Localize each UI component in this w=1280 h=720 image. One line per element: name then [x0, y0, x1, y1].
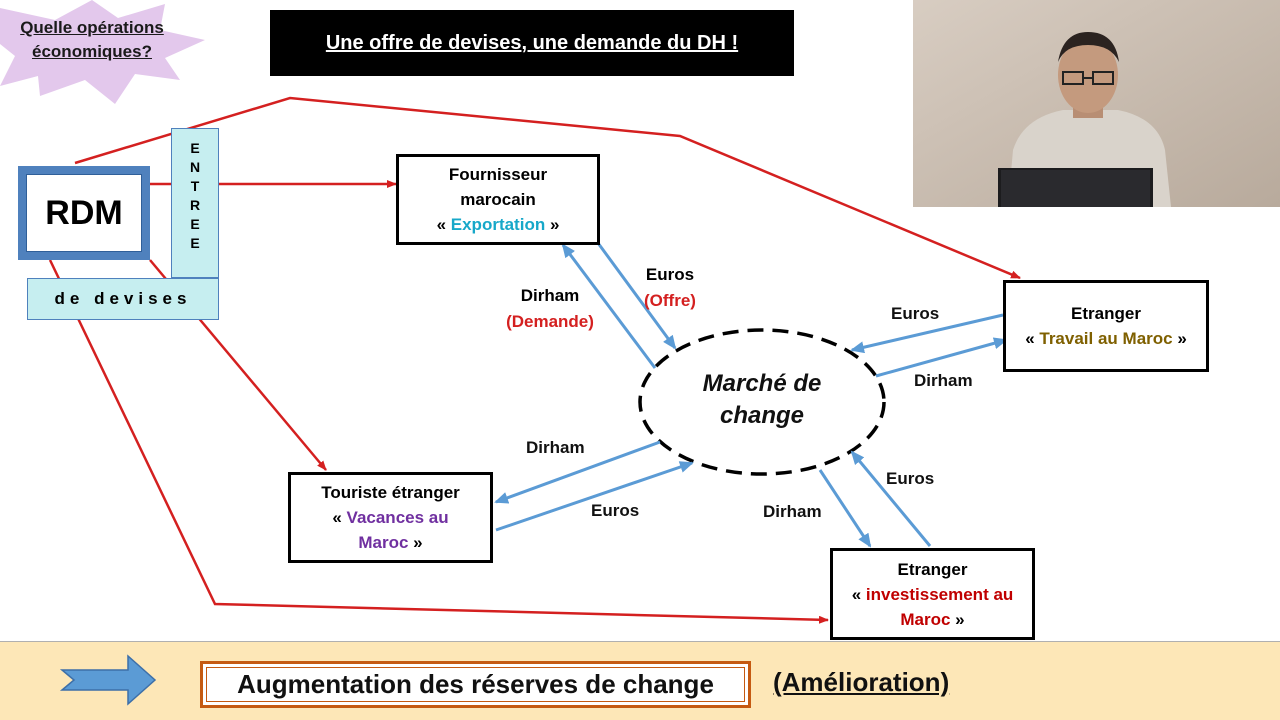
rdm-label: RDM	[26, 174, 142, 252]
node-travail-line2: « Travail au Maroc »	[1025, 329, 1187, 348]
entree-letter: E	[190, 140, 200, 156]
presenter-image	[913, 0, 1280, 207]
result-box: Augmentation des réserves de change	[200, 661, 751, 708]
label-dirham-travail: Dirham	[914, 371, 973, 390]
presenter-video	[913, 0, 1280, 207]
market-label-line1: Marché de	[702, 370, 822, 397]
arrow-dirham-demande	[561, 243, 657, 369]
arrow-dirham-invest	[818, 469, 872, 548]
label-euros-travail: Euros	[891, 304, 940, 323]
red-line-to-invest	[48, 259, 829, 624]
node-fournisseur-line1: Fournisseur	[448, 165, 548, 184]
entree-letter: R	[189, 197, 201, 213]
arrow-euros-invest	[850, 450, 932, 547]
label-dirham-touriste: Dirham	[526, 438, 585, 457]
node-etranger-travail: Etranger « Travail au Maroc »	[1003, 280, 1209, 372]
entree-box: E N T R E E	[171, 128, 219, 278]
arrow-dirham-touriste	[494, 440, 661, 504]
node-fournisseur-line3: « Exportation »	[436, 215, 560, 234]
vacances-text: Vacances au	[346, 508, 449, 527]
question-burst-shape	[0, 0, 205, 104]
exportation-text: Exportation	[450, 215, 546, 234]
label-offre: (Offre)	[644, 291, 696, 310]
entree-letter: T	[190, 178, 200, 194]
travail-text: Travail au Maroc	[1039, 329, 1173, 348]
label-euros-offre: Euros (Offre)	[632, 262, 708, 314]
devises-box: de devises	[27, 278, 219, 320]
page-title: Une offre de devises, une demande du DH …	[270, 10, 794, 76]
node-invest-line1: Etranger	[897, 559, 968, 579]
node-invest-line2: « investissement au	[851, 584, 1014, 604]
investissement-text: investissement au	[865, 584, 1014, 604]
arrow-euros-travail	[850, 313, 1004, 354]
node-fournisseur: Fournisseur marocain « Exportation »	[396, 154, 600, 245]
node-travail-line1: Etranger	[1071, 304, 1141, 323]
arrow-euros-offre	[596, 242, 677, 350]
node-touriste-line1: Touriste étranger	[321, 483, 460, 502]
entree-letter: E	[190, 235, 200, 251]
amelioration-text: (Amélioration)	[773, 667, 950, 697]
label-dirham-invest: Dirham	[763, 502, 822, 521]
label-demande: (Demande)	[506, 312, 594, 331]
label-euros-touriste: Euros	[591, 501, 640, 520]
node-etranger-invest: Etranger « investissement au Maroc »	[830, 548, 1035, 640]
label-euros-invest: Euros	[886, 469, 935, 488]
arrow-euros-touriste	[495, 461, 694, 532]
invest-maroc-text: Maroc	[900, 609, 951, 629]
market-label: Marché de change	[672, 368, 852, 432]
node-touriste-line2: « Vacances au	[332, 508, 449, 527]
entree-letter: N	[189, 159, 201, 175]
result-text: Augmentation des réserves de change	[237, 669, 714, 699]
node-invest-line3: Maroc »	[900, 609, 965, 629]
market-label-line2: change	[719, 402, 805, 429]
node-touriste-line3: Maroc »	[358, 533, 423, 552]
node-touriste: Touriste étranger « Vacances au Maroc »	[288, 472, 493, 563]
label-dirham-demande: Dirham (Demande)	[492, 283, 608, 335]
node-fournisseur-line2: marocain	[460, 190, 536, 209]
entree-letter: E	[190, 216, 200, 232]
market-ellipse	[638, 328, 886, 476]
maroc-text: Maroc	[358, 533, 409, 552]
arrow-dirham-travail	[875, 337, 1008, 378]
question-text: Quelle opérations économiques?	[20, 18, 164, 61]
